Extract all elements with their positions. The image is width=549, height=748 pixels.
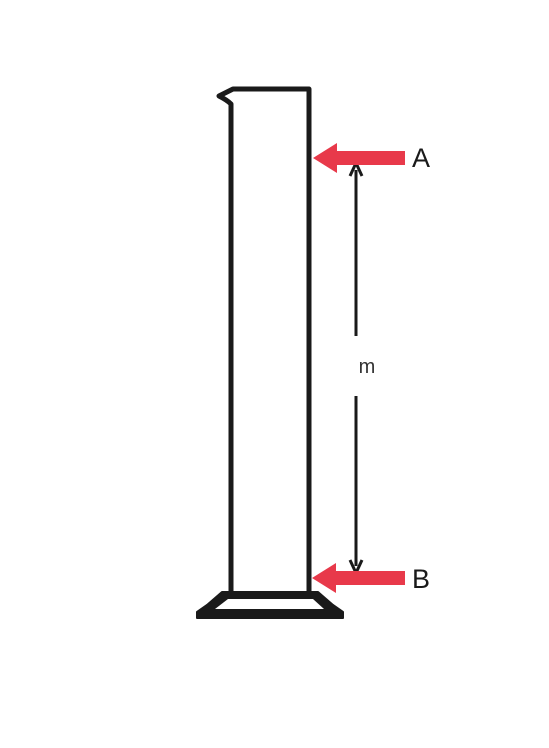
cylinder-base-inner [215, 599, 324, 609]
distance-label: m [359, 356, 376, 378]
graduated-cylinder [196, 86, 344, 619]
marker-a: A [313, 143, 430, 173]
marker-b: B [312, 563, 430, 594]
marker-b-label: B [412, 564, 430, 594]
distance-dimension: m [348, 161, 376, 575]
marker-a-label: A [412, 143, 430, 173]
cylinder-body [216, 86, 312, 595]
arrow-left-icon [313, 143, 405, 173]
arrow-left-icon [312, 563, 405, 593]
